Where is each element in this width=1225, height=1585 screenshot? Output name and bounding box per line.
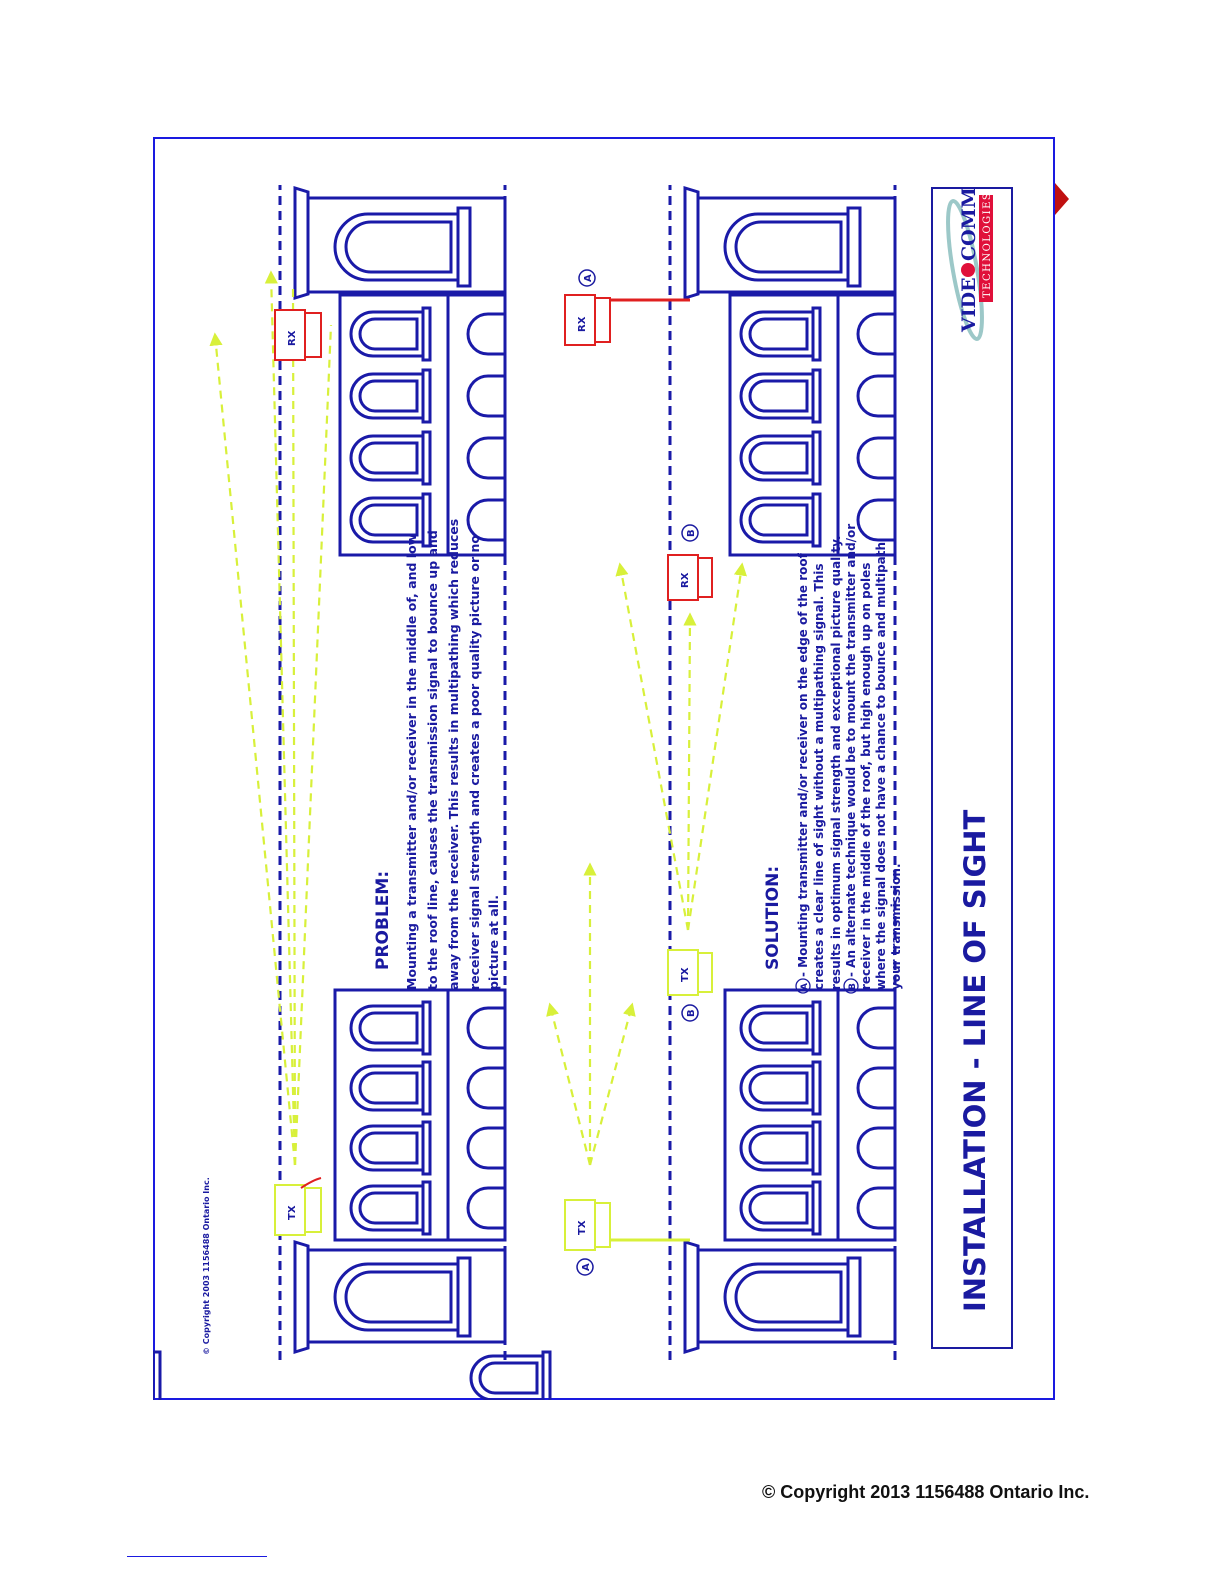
footer-copyright: © Copyright 2013 1156488 Ontario Inc. bbox=[762, 1482, 1090, 1502]
svg-text:where the signal does not have: where the signal does not have a chance … bbox=[874, 542, 888, 990]
problem-text: Mounting a transmitter and/or receiver i… bbox=[404, 519, 501, 990]
svg-text:RX: RX bbox=[287, 330, 298, 346]
svg-text:B: B bbox=[686, 529, 697, 537]
svg-text:TX: TX bbox=[680, 967, 691, 982]
svg-text:B: B bbox=[686, 1009, 697, 1017]
svg-text:B: B bbox=[848, 983, 858, 990]
svg-text:- An alternate technique would: - An alternate technique would be to mou… bbox=[844, 524, 858, 977]
page-tab-marker bbox=[1055, 183, 1069, 215]
svg-text:TX: TX bbox=[287, 1205, 298, 1220]
tx-device-problem: TX bbox=[274, 1177, 322, 1236]
solution-text: A - Mounting transmitter and/or receiver… bbox=[795, 524, 903, 994]
small-copyright: © Copyright 2003 1156488 Ontario Inc. bbox=[202, 1177, 211, 1355]
page-title: INSTALLATION - LINE OF SIGHT bbox=[958, 809, 992, 1312]
tx-device-b: TX B bbox=[667, 949, 713, 1022]
svg-text:A: A bbox=[581, 1263, 592, 1271]
solution-heading: SOLUTION: bbox=[763, 866, 783, 970]
svg-text:A: A bbox=[583, 274, 594, 282]
rx-device-a: RX A bbox=[564, 269, 690, 346]
rx-device-problem: RX bbox=[274, 309, 322, 361]
line-of-sight-diagram: © Copyright 2003 1156488 Ontario Inc. TX… bbox=[153, 137, 1055, 1400]
svg-text:RX: RX bbox=[680, 572, 691, 588]
svg-text:picture at all.: picture at all. bbox=[486, 895, 501, 990]
rx-device-b: RX B bbox=[667, 524, 713, 601]
svg-text:A: A bbox=[800, 983, 810, 990]
svg-text:your transmission.: your transmission. bbox=[889, 863, 903, 990]
problem-heading: PROBLEM: bbox=[373, 871, 393, 970]
title-box: INSTALLATION - LINE OF SIGHT bbox=[931, 187, 1013, 1349]
svg-text:receiver signal strength and c: receiver signal strength and creates a p… bbox=[467, 535, 482, 990]
svg-text:away from the receiver. This r: away from the receiver. This results in … bbox=[446, 519, 461, 990]
svg-text:Mounting a transmitter and/or: Mounting a transmitter and/or receiver i… bbox=[404, 533, 419, 990]
svg-text:creates a clear line of sight: creates a clear line of sight without a … bbox=[812, 563, 826, 990]
svg-text:TX: TX bbox=[577, 1220, 588, 1235]
svg-text:TECHNOLOGIES: TECHNOLOGIES bbox=[982, 192, 993, 298]
svg-text:RX: RX bbox=[577, 316, 588, 332]
solution-signal-paths bbox=[546, 562, 747, 1166]
svg-text:COMM: COMM bbox=[958, 187, 980, 261]
svg-text:VIDE: VIDE bbox=[958, 277, 980, 333]
svg-text:to the roof line, causes the t: to the roof line, causes the transmissio… bbox=[425, 530, 440, 990]
footer-link-underline bbox=[127, 1556, 267, 1557]
problem-signal-paths bbox=[209, 270, 333, 1166]
svg-text:- Mounting transmitter and/or: - Mounting transmitter and/or receiver o… bbox=[796, 552, 810, 977]
videocomm-logo: VIDE COMM TECHNOLOGIES bbox=[946, 187, 993, 341]
svg-text:receiver in the middle of the: receiver in the middle of the roof, but … bbox=[859, 563, 873, 990]
svg-text:results in optimum signal stre: results in optimum signal strength and e… bbox=[829, 536, 843, 990]
tx-device-a: TX A bbox=[564, 1199, 690, 1276]
